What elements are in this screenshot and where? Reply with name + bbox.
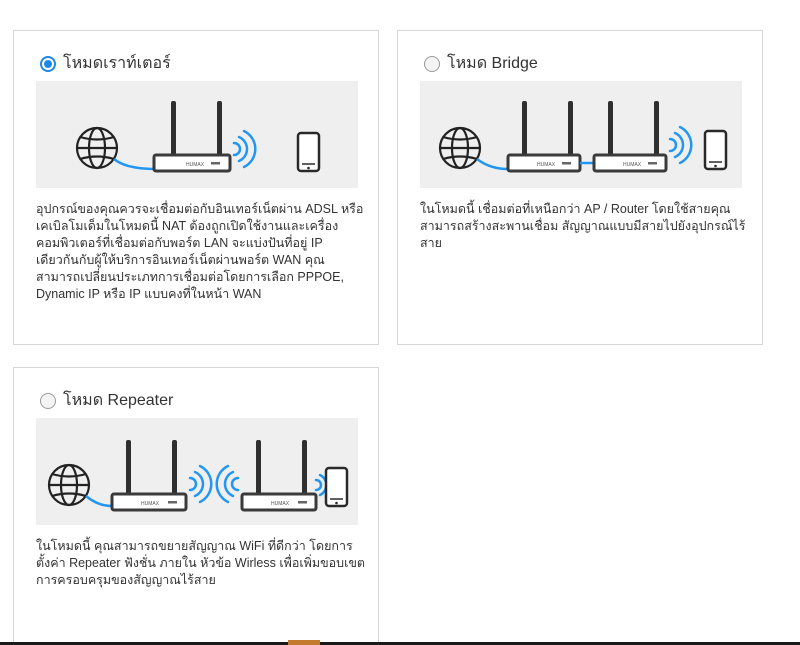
router-brand-text: HUMAX xyxy=(186,162,205,168)
router-mode-label: โหมดเราท์เตอร์ xyxy=(63,55,171,72)
bridge-mode-label: โหมด Bridge xyxy=(447,55,538,72)
router-mode-card[interactable]: โหมดเราท์เตอร์ HUMAX xyxy=(13,30,379,345)
wifi-signal-icon xyxy=(188,464,213,504)
bridge-mode-radio[interactable] xyxy=(424,56,440,72)
router-icon: HUMAX xyxy=(592,101,668,173)
router-brand-text: HUMAX xyxy=(623,162,642,168)
bridge-mode-option[interactable]: โหมด Bridge xyxy=(424,54,538,74)
router-mode-radio[interactable] xyxy=(40,56,56,72)
bridge-mode-illustration: HUMAX HUMAX xyxy=(420,81,742,188)
repeater-mode-illustration: HUMAX HUMAX xyxy=(36,418,358,525)
router-mode-illustration: HUMAX xyxy=(36,81,358,188)
smartphone-icon xyxy=(703,129,728,171)
router-brand-text: HUMAX xyxy=(141,501,160,507)
globe-icon xyxy=(75,126,119,170)
router-icon: HUMAX xyxy=(152,101,232,173)
router-icon: HUMAX xyxy=(240,440,318,512)
router-brand-text: HUMAX xyxy=(271,501,290,507)
bottom-accent-tab xyxy=(288,640,320,645)
repeater-mode-description: ในโหมดนี้ คุณสามารถขยายสัญญาณ WiFi ที่ดี… xyxy=(36,539,366,587)
smartphone-icon xyxy=(324,466,349,508)
wifi-signal-icon xyxy=(668,125,693,165)
repeater-mode-card[interactable]: โหมด Repeater HUMAX xyxy=(13,367,379,645)
bottom-divider xyxy=(0,642,800,645)
wifi-signal-icon xyxy=(215,464,240,504)
repeater-mode-option[interactable]: โหมด Repeater xyxy=(40,391,173,411)
router-mode-option[interactable]: โหมดเราท์เตอร์ xyxy=(40,54,171,74)
smartphone-icon xyxy=(296,131,321,173)
bridge-mode-card[interactable]: โหมด Bridge HUMAX xyxy=(397,30,763,345)
globe-icon xyxy=(438,126,482,170)
router-mode-description: อุปกรณ์ของคุณควรจะเชื่อมต่อกับอินเทอร์เน… xyxy=(36,202,364,301)
repeater-mode-radio[interactable] xyxy=(40,393,56,409)
bridge-mode-description: ในโหมดนี้ เชื่อมต่อที่เหนือกว่า AP / Rou… xyxy=(420,202,746,250)
router-icon: HUMAX xyxy=(506,101,582,173)
repeater-mode-label: โหมด Repeater xyxy=(63,392,174,409)
wifi-signal-icon xyxy=(232,129,257,169)
router-icon: HUMAX xyxy=(110,440,188,512)
router-brand-text: HUMAX xyxy=(537,162,556,168)
globe-icon xyxy=(47,463,91,507)
